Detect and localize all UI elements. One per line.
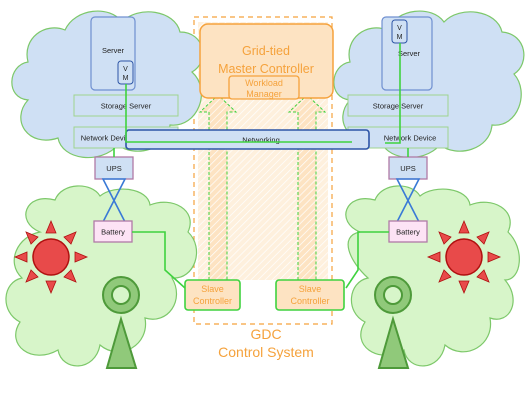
right-vm-label-v: V [397,25,402,32]
left-battery-slave-line [132,231,186,289]
control-path-lines [113,43,409,289]
left-vm-label-v: V [123,66,128,73]
gdc-boundary [193,16,333,325]
right-battery-slave-line [345,231,389,289]
right-slave-controller-line1: Slave [299,284,322,294]
master-controller-title-line2: Master Controller [218,62,314,76]
networking-label: Networking [242,136,280,145]
right-network-device-label: Network Device [384,134,437,143]
gdc-caption-line1: GDC [250,326,281,342]
left-server-label: Server [102,46,125,55]
left-vm-label-m: M [123,75,129,82]
left-vm-network-line [125,84,352,143]
workload-manager-line1: Workload [245,78,283,88]
sun-icon [426,219,502,295]
right-server-label: Server [398,49,421,58]
left-slave-controller-line1: Slave [201,284,224,294]
workload-manager-box [228,75,300,100]
left-slave-controller-box [184,279,241,311]
right-site: Server V M Storage Server Network Device… [347,16,449,243]
left-network-device-label: Network Device [81,134,134,143]
workload-manager-line2: Manager [246,89,282,99]
left-slave-controller-line2: Controller [193,296,232,306]
wind-turbine-icon [102,276,140,369]
right-vm-network-line [385,43,401,144]
left-ups-label: UPS [106,164,121,173]
right-battery-label: Battery [396,228,420,237]
gdc-caption-line2: Control System [218,344,314,360]
right-storage-server-box [347,94,449,117]
right-slave-controller-line2: Controller [290,296,329,306]
right-ups-label: UPS [400,164,415,173]
right-renewables-cloud [345,185,520,367]
right-vm-label-m: M [397,34,403,41]
right-storage-server-label: Storage Server [373,102,424,111]
sun-icon [13,219,89,295]
wind-turbine-icon [374,276,412,369]
left-battery-label: Battery [101,228,125,237]
master-controller-title-line1: Grid-tied [242,44,290,58]
right-slave-controller-box [275,279,345,311]
